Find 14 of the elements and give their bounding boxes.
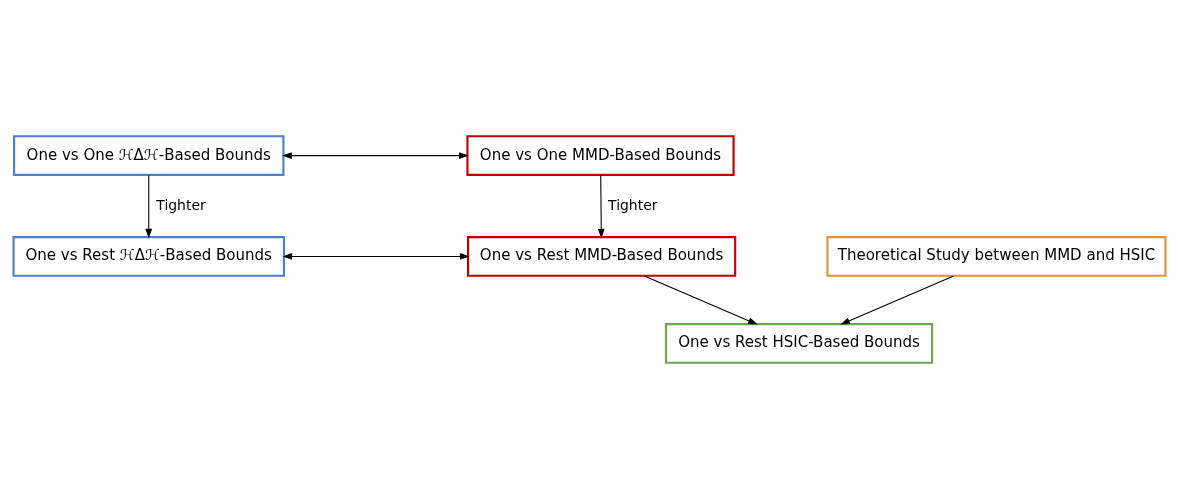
node-box: Theoretical Study between MMD and HSIC xyxy=(825,236,1167,277)
edge-label: Tighter xyxy=(155,196,206,213)
node-box: One vs One MMD-Based Bounds xyxy=(465,135,735,176)
arrow xyxy=(597,174,605,239)
node-box: One vs Rest ℋΔℋ-Based Bounds xyxy=(11,236,285,277)
arrow xyxy=(643,275,758,325)
arrow xyxy=(839,275,954,325)
arrow xyxy=(144,174,152,239)
edge-label: Tighter xyxy=(607,196,657,213)
node-box: One vs Rest HSIC-Based Bounds xyxy=(664,323,933,364)
arrow xyxy=(281,152,469,159)
node-box: One vs One ℋΔℋ-Based Bounds xyxy=(12,135,284,176)
node-box: One vs Rest MMD-Based Bounds xyxy=(466,236,736,277)
arrow xyxy=(281,253,470,260)
